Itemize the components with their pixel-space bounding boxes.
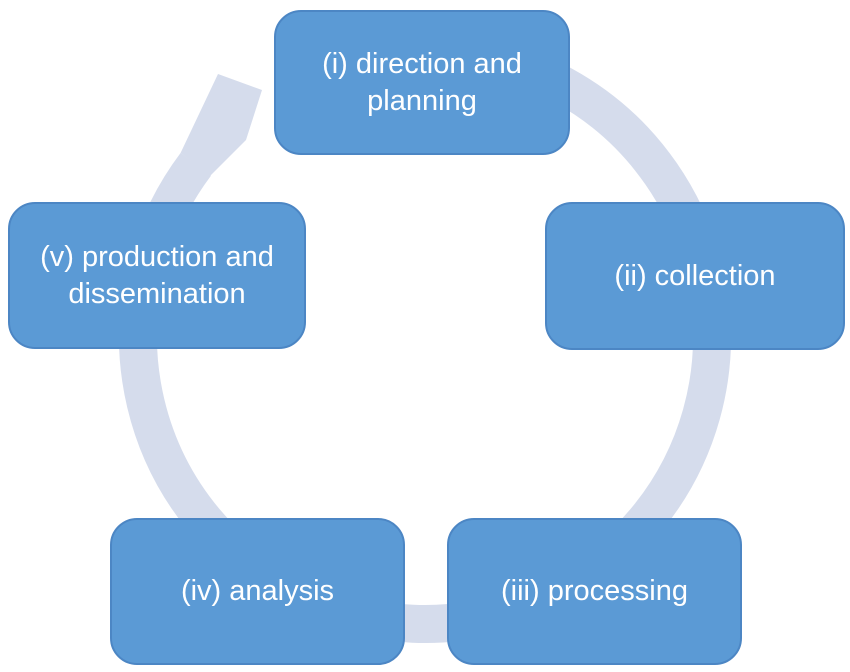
node-processing: (iii) processing — [447, 518, 742, 665]
node-label: (ii) collection — [614, 259, 776, 292]
node-collection: (ii) collection — [545, 202, 845, 350]
node-label: (iii) processing — [501, 575, 688, 608]
node-label: (i) direction and planning — [322, 47, 522, 117]
node-direction-and-planning: (i) direction and planning — [274, 10, 570, 155]
node-label: (iv) analysis — [180, 575, 335, 608]
node-analysis: (iv) analysis — [110, 518, 405, 665]
node-production-and-dissemination: (v) production and dissemination — [8, 202, 306, 349]
node-label: (v) production and dissemination — [40, 240, 274, 310]
cycle-arrow-head-icon — [180, 74, 262, 176]
